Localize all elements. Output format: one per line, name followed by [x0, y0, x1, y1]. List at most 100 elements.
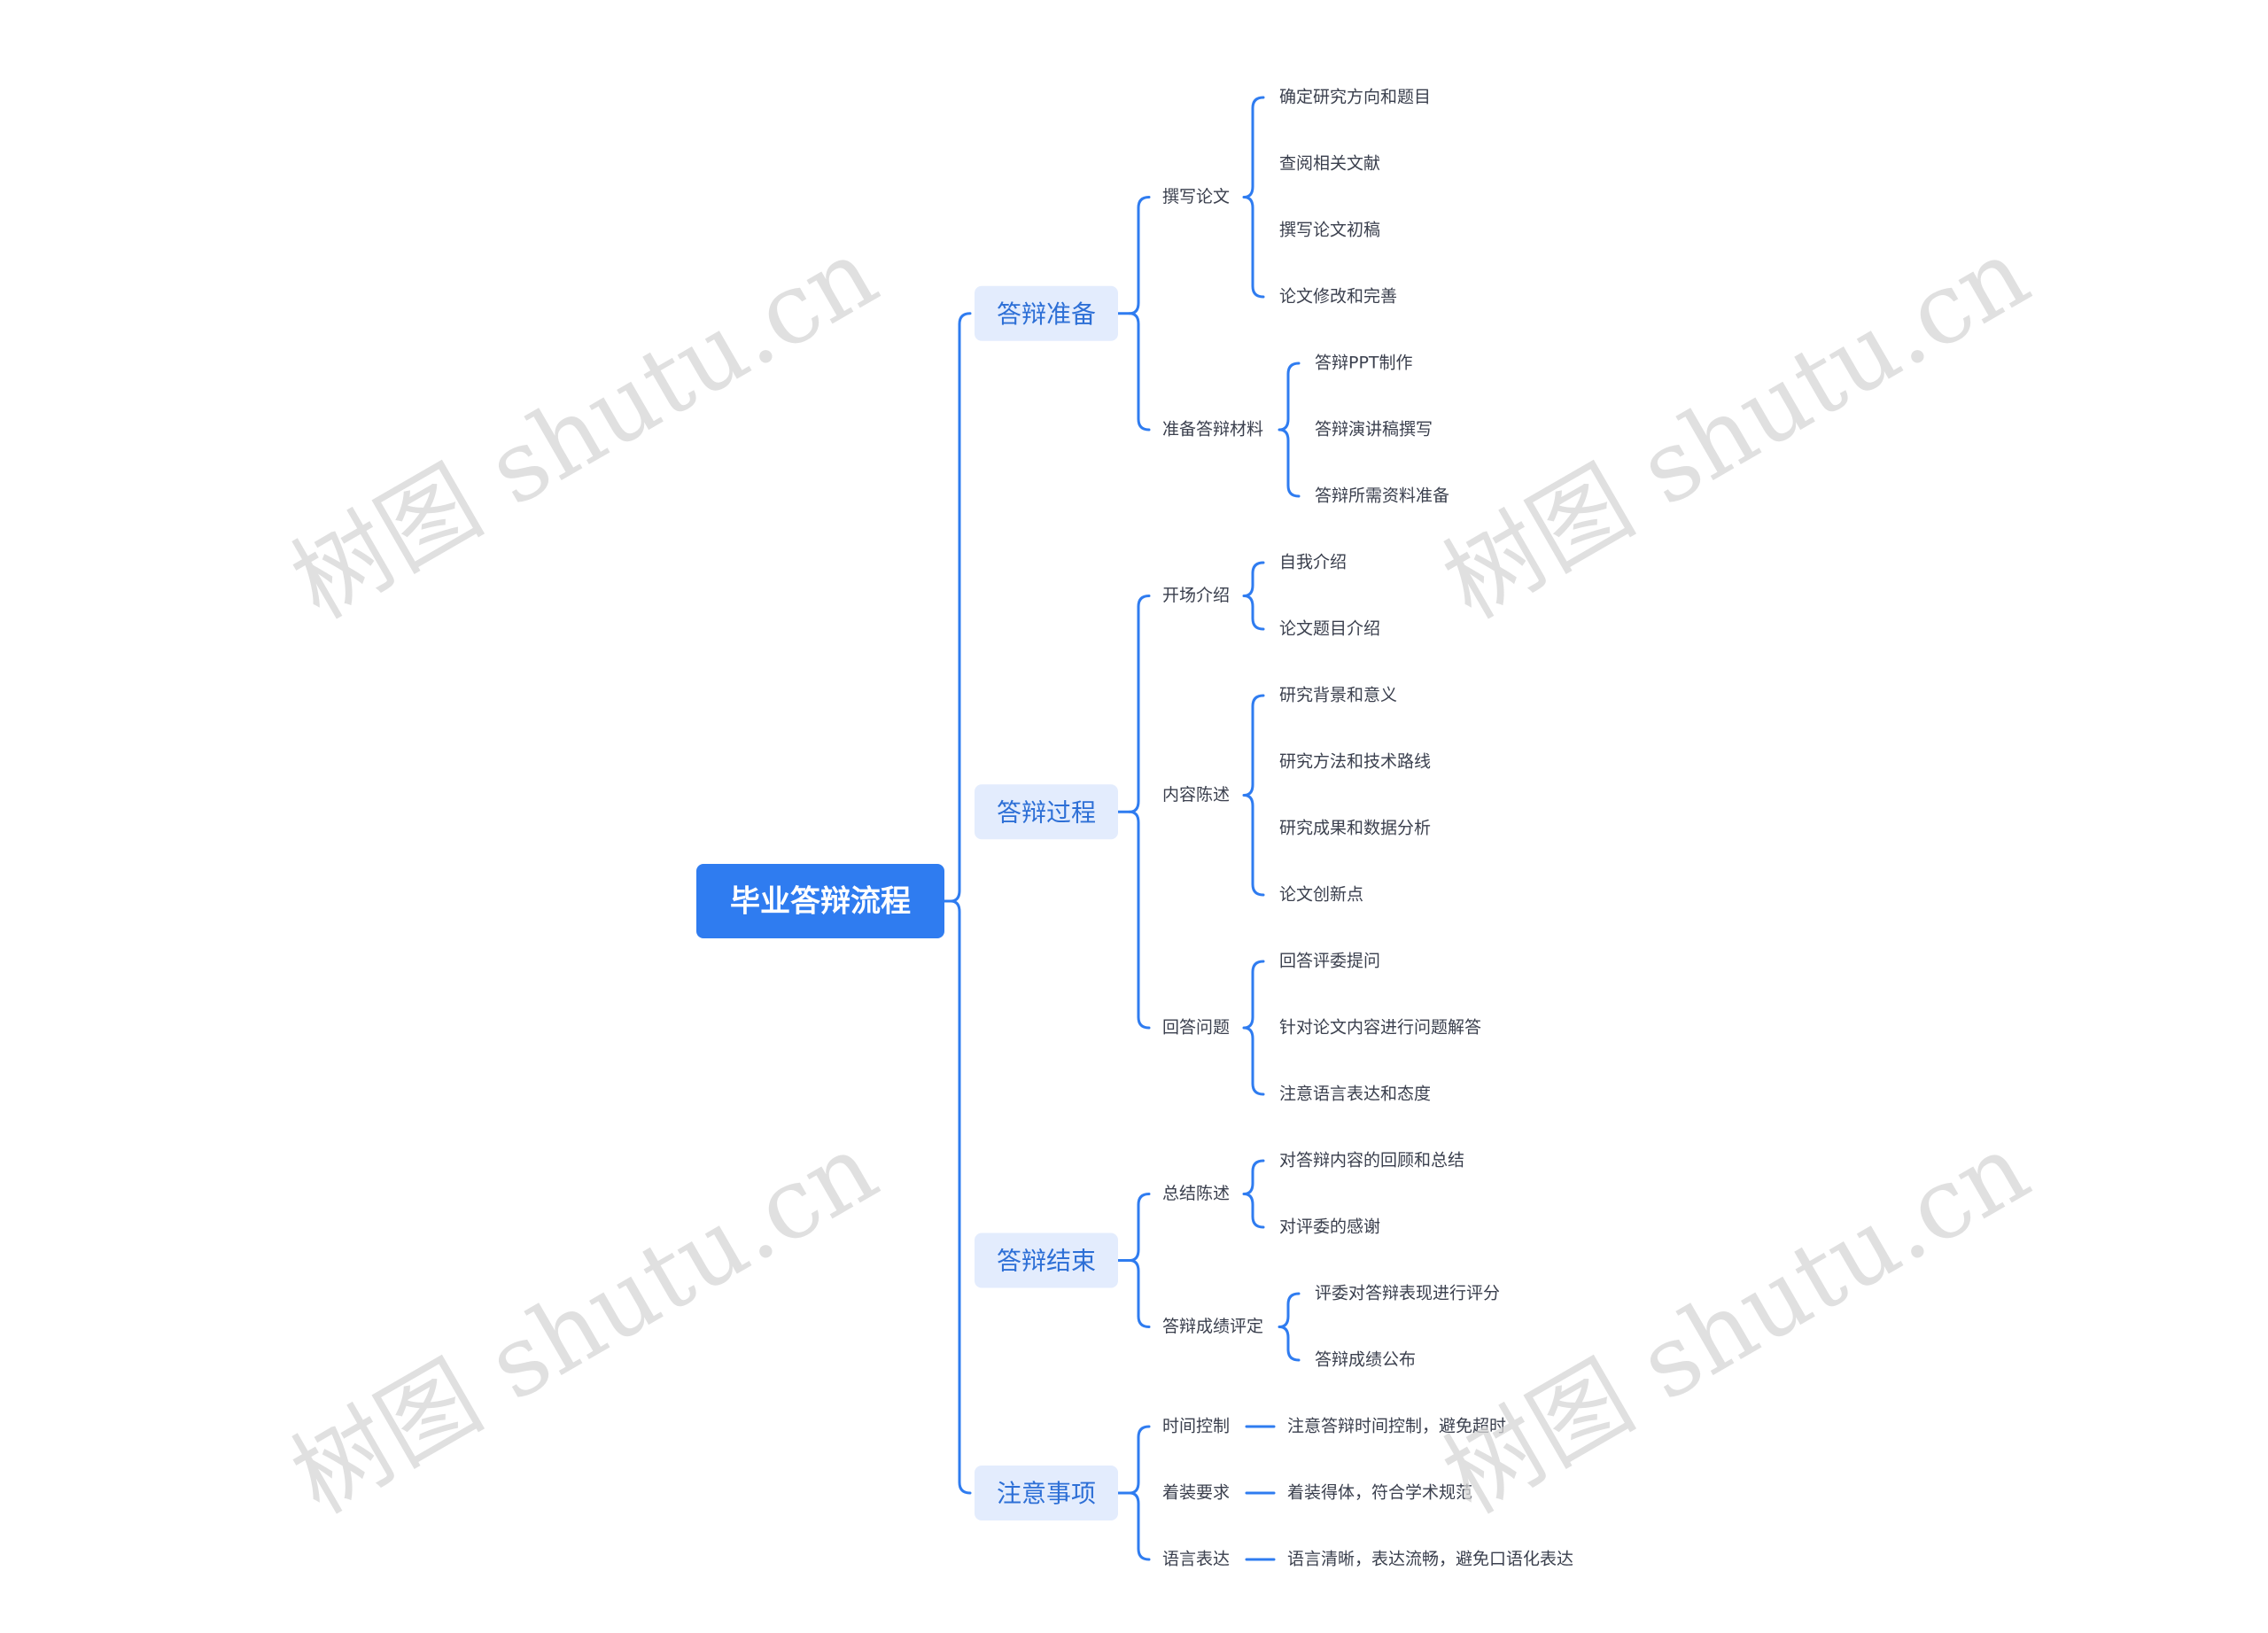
leaf-node[interactable]: 研究背景和意义	[1279, 686, 1397, 705]
topic-brace	[1278, 362, 1301, 498]
leaf-node-label: 研究背景和意义	[1279, 686, 1397, 705]
leaf-node[interactable]: 注意答辩时间控制，避免超时	[1287, 1417, 1506, 1436]
root-node[interactable]: 毕业答辩流程	[696, 864, 944, 938]
branch-node-box	[975, 1233, 1118, 1288]
leaf-node-label: 语言清晰，表达流畅，避免口语化表达	[1287, 1550, 1573, 1569]
leaf-node[interactable]: 论文题目介绍	[1279, 619, 1380, 639]
leaf-node-label: 撰写论文初稿	[1279, 221, 1380, 240]
topic-node-label: 时间控制	[1162, 1417, 1230, 1436]
leaf-node[interactable]: 论文修改和完善	[1279, 287, 1397, 307]
topic-brace	[1242, 96, 1265, 299]
leaf-node-label: 答辩成绩公布	[1315, 1350, 1416, 1370]
leaf-node-label: 答辩演讲稿撰写	[1315, 420, 1433, 439]
leaf-node-label: 研究成果和数据分析	[1279, 819, 1431, 838]
topic-brace	[1242, 1159, 1265, 1229]
branch-node-label: 答辩过程	[997, 797, 1096, 827]
leaf-node-label: 研究方法和技术路线	[1279, 752, 1431, 772]
topic-node-label: 撰写论文	[1162, 187, 1230, 206]
leaf-node[interactable]: 撰写论文初稿	[1279, 221, 1380, 240]
leaf-node[interactable]: 论文创新点	[1279, 885, 1363, 905]
branch-node-2[interactable]: 答辩过程	[975, 784, 1118, 840]
topic-node[interactable]: 内容陈述	[1162, 785, 1230, 805]
leaf-node[interactable]: 回答评委提问	[1279, 952, 1380, 971]
leaf-node-label: 针对论文内容进行问题解答	[1279, 1018, 1481, 1038]
branch-node-label: 答辩准备	[997, 299, 1096, 329]
leaf-node[interactable]: 研究成果和数据分析	[1279, 819, 1431, 838]
leaf-node[interactable]: 着装得体，符合学术规范	[1287, 1483, 1472, 1503]
leaf-node-label: 确定研究方向和题目	[1279, 88, 1431, 107]
leaf-node-label: 回答评委提问	[1279, 952, 1380, 971]
topic-brace	[1242, 561, 1265, 631]
root-node-label: 毕业答辩流程	[730, 884, 911, 920]
leaf-node-label: 注意答辩时间控制，避免超时	[1287, 1417, 1506, 1436]
topic-node[interactable]: 回答问题	[1162, 1018, 1230, 1038]
branch-node-box	[975, 285, 1118, 341]
leaf-node[interactable]: 答辩PPT制作	[1315, 354, 1413, 373]
topic-brace	[1242, 960, 1265, 1096]
leaf-node[interactable]: 确定研究方向和题目	[1279, 88, 1431, 107]
root-brace	[949, 312, 972, 1495]
branch-brace-4	[1128, 1425, 1151, 1561]
leaf-node[interactable]: 答辩所需资料准备	[1315, 486, 1449, 506]
mindmap-nodes: 毕业答辩流程 答辩准备 撰写论文 确定研究方向和题目查阅相关文献撰写论文初稿论文修改和…	[696, 88, 1573, 1569]
topic-node-label: 总结陈述	[1162, 1184, 1230, 1203]
topic-node-label: 答辩成绩评定	[1162, 1317, 1263, 1336]
connector-lines	[943, 96, 1301, 1561]
leaf-node[interactable]: 评委对答辩表现进行评分	[1315, 1284, 1500, 1303]
root-node-box	[696, 864, 944, 938]
leaf-node-label: 答辩PPT制作	[1315, 354, 1413, 373]
branch-node-4[interactable]: 注意事项	[975, 1466, 1118, 1520]
topic-node[interactable]: 开场介绍	[1162, 586, 1230, 605]
leaf-node-label: 着装得体，符合学术规范	[1287, 1483, 1472, 1503]
leaf-node[interactable]: 研究方法和技术路线	[1279, 752, 1431, 772]
topic-node-label: 开场介绍	[1162, 586, 1230, 605]
leaf-node[interactable]: 查阅相关文献	[1279, 154, 1380, 174]
topic-node[interactable]: 撰写论文	[1162, 187, 1230, 206]
leaf-node-label: 对评委的感谢	[1279, 1217, 1380, 1237]
leaf-node-label: 查阅相关文献	[1279, 154, 1380, 174]
topic-brace	[1278, 1292, 1301, 1362]
branch-brace-3	[1128, 1193, 1151, 1328]
leaf-node[interactable]: 对答辩内容的回顾和总结	[1279, 1151, 1464, 1170]
leaf-node-label: 评委对答辩表现进行评分	[1315, 1284, 1500, 1303]
watermark-layer: 树图 shutu.cn 树图 shutu.cn 树图 shutu.cn 树图 shut…	[274, 216, 2047, 1536]
topic-node[interactable]: 语言表达	[1162, 1550, 1230, 1569]
branch-brace-1	[1128, 196, 1151, 432]
leaf-node-label: 注意语言表达和态度	[1279, 1085, 1431, 1104]
topic-node[interactable]: 着装要求	[1162, 1483, 1230, 1503]
branch-node-label: 答辩结束	[997, 1247, 1096, 1276]
leaf-node[interactable]: 自我介绍	[1279, 553, 1347, 572]
watermark-text: 树图 shutu.cn	[274, 1111, 895, 1536]
leaf-node[interactable]: 针对论文内容进行问题解答	[1279, 1018, 1481, 1038]
branch-node-3[interactable]: 答辩结束	[975, 1233, 1118, 1288]
topic-node-label: 回答问题	[1162, 1018, 1230, 1038]
leaf-node[interactable]: 答辩演讲稿撰写	[1315, 420, 1433, 439]
topic-node-label: 着装要求	[1162, 1483, 1230, 1503]
watermark-text: 树图 shutu.cn	[1425, 216, 2047, 641]
branch-node-1[interactable]: 答辩准备	[975, 285, 1118, 341]
topic-node[interactable]: 时间控制	[1162, 1417, 1230, 1436]
leaf-node-label: 自我介绍	[1279, 553, 1347, 572]
branch-node-label: 注意事项	[997, 1479, 1096, 1508]
topic-node-label: 准备答辩材料	[1162, 420, 1263, 439]
watermark-text: 树图 shutu.cn	[274, 216, 895, 641]
topic-node-label: 内容陈述	[1162, 785, 1230, 805]
branch-node-box	[975, 784, 1118, 840]
leaf-node-label: 对答辩内容的回顾和总结	[1279, 1151, 1464, 1170]
topic-brace	[1242, 694, 1265, 897]
branch-brace-2	[1128, 595, 1151, 1030]
watermark-text: 树图 shutu.cn	[1425, 1111, 2047, 1536]
topic-node[interactable]: 总结陈述	[1162, 1184, 1230, 1203]
leaf-node[interactable]: 答辩成绩公布	[1315, 1350, 1416, 1370]
branch-node-box	[975, 1466, 1118, 1520]
leaf-node[interactable]: 语言清晰，表达流畅，避免口语化表达	[1287, 1550, 1573, 1569]
leaf-node-label: 论文题目介绍	[1279, 619, 1380, 639]
topic-node[interactable]: 准备答辩材料	[1162, 420, 1263, 439]
topic-node[interactable]: 答辩成绩评定	[1162, 1317, 1263, 1336]
leaf-node-label: 论文创新点	[1279, 885, 1363, 905]
leaf-node[interactable]: 对评委的感谢	[1279, 1217, 1380, 1237]
topic-node-label: 语言表达	[1162, 1550, 1230, 1569]
leaf-node[interactable]: 注意语言表达和态度	[1279, 1085, 1431, 1104]
